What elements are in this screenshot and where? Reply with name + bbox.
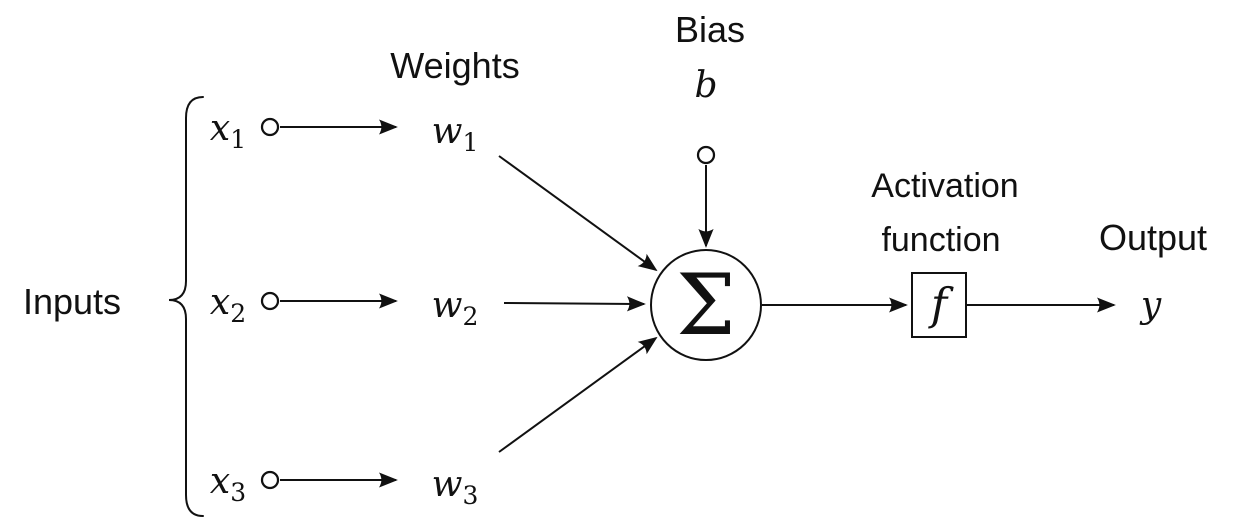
bias-symbol: b	[694, 65, 717, 106]
input-symbol-2: x2	[210, 282, 246, 328]
activation-label-line1: Activation	[871, 167, 1018, 205]
weight-symbol-1: w1	[432, 111, 479, 157]
bias-terminal	[696, 145, 716, 165]
activation-box	[911, 272, 967, 338]
input-row-1: x1 w1	[210, 108, 658, 272]
sum-node: Σ	[650, 249, 762, 361]
bias-group: Bias b	[675, 9, 745, 248]
output-group: Output y	[967, 217, 1207, 326]
output-label: Output	[1099, 217, 1207, 258]
activation-label-line2: function	[881, 221, 1000, 259]
weight-to-sum-line-3	[498, 336, 658, 453]
input-terminal-2	[260, 291, 280, 311]
inputs-label: Inputs	[23, 281, 121, 322]
inputs-brace	[168, 96, 204, 517]
input-symbol-3: x3	[210, 461, 246, 507]
input-terminal-1	[260, 117, 280, 137]
weight-symbol-3: w3	[432, 464, 479, 510]
input-row-3: x3 w3	[210, 336, 658, 510]
input-symbol-1: x1	[210, 108, 246, 154]
input-row-2: x2 w2	[210, 282, 646, 331]
input-terminal-3	[260, 470, 280, 490]
sum-symbol: Σ	[676, 256, 735, 354]
bias-label: Bias	[675, 9, 745, 50]
output-symbol: y	[1139, 285, 1162, 326]
activation-group: Activation function f	[871, 167, 1019, 338]
weights-label: Weights	[390, 45, 519, 86]
weight-symbol-2: w2	[432, 285, 479, 331]
weight-to-sum-line-1	[498, 155, 658, 272]
sum-circle	[650, 249, 762, 361]
weight-to-sum-line-2	[503, 296, 646, 312]
